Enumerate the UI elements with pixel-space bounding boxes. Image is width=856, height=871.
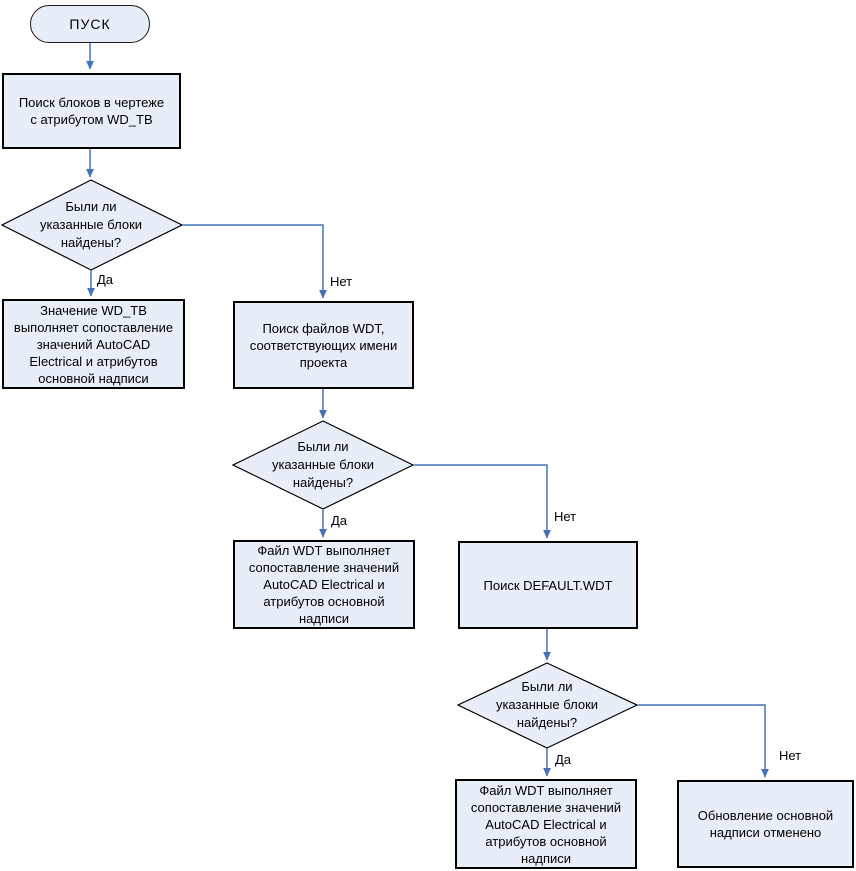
- edge-label-no3: Нет: [778, 748, 803, 763]
- edge-decision3-no: [637, 704, 769, 778]
- process-update-cancelled: Обновление основной надписи отменено: [677, 780, 854, 868]
- start-node: ПУСК: [30, 5, 150, 43]
- edge-label-no2: Нет: [553, 509, 578, 524]
- edge-label-no1: Нет: [329, 274, 354, 289]
- edge-label-yes3: Да: [554, 752, 573, 767]
- process-wdt-maps-1: Файл WDT выполняет сопоставление значени…: [233, 540, 415, 629]
- decision3-label: Были ли указанные блоки найдены?: [495, 679, 599, 730]
- process-search-wdt-files: Поиск файлов WDT, соответствующих имени …: [233, 301, 414, 389]
- process-search-default-wdt: Поиск DEFAULT.WDT: [458, 541, 638, 629]
- process-wdt-maps-2: Файл WDT выполняет сопоставление значени…: [455, 779, 637, 869]
- process-search-blocks: Поиск блоков в чертеже с атрибутом WD_TB: [2, 73, 181, 149]
- edge-decision1-no: [182, 224, 327, 299]
- process-value-wdtb: Значение WD_TB выполняет сопоставление з…: [2, 299, 185, 389]
- edge-label-yes2: Да: [330, 513, 349, 528]
- edge-decision2-no: [413, 464, 551, 539]
- edge-label-yes1: Да: [96, 272, 115, 287]
- decision1-label: Были ли указанные блоки найдены?: [39, 199, 143, 250]
- decision2-label: Были ли указанные блоки найдены?: [271, 439, 375, 490]
